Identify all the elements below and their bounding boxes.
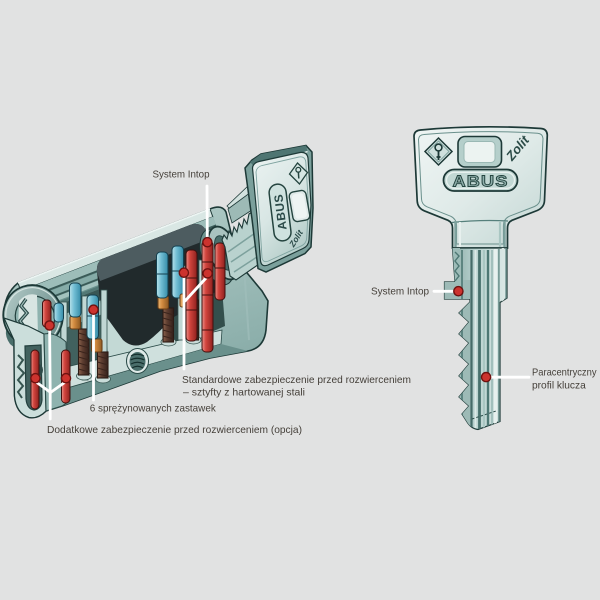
svg-text:ABUS: ABUS xyxy=(453,173,509,190)
svg-text:Standardowe zabezpieczenie prz: Standardowe zabezpieczenie przed rozwier… xyxy=(182,375,411,386)
svg-text:6 sprężynowanych zastawek: 6 sprężynowanych zastawek xyxy=(90,403,217,414)
svg-text:ABUS: ABUS xyxy=(271,193,289,230)
svg-text:System Intop: System Intop xyxy=(371,287,429,298)
svg-text:profil klucza: profil klucza xyxy=(532,381,586,392)
svg-text:Dodatkowe zabezpieczenie przed: Dodatkowe zabezpieczenie przed rozwierce… xyxy=(47,425,302,436)
svg-text:– sztyfty z hartowanej stali: – sztyfty z hartowanej stali xyxy=(183,388,305,399)
svg-text:Paracentryczny: Paracentryczny xyxy=(532,367,597,378)
svg-text:System Intop: System Intop xyxy=(153,170,210,181)
